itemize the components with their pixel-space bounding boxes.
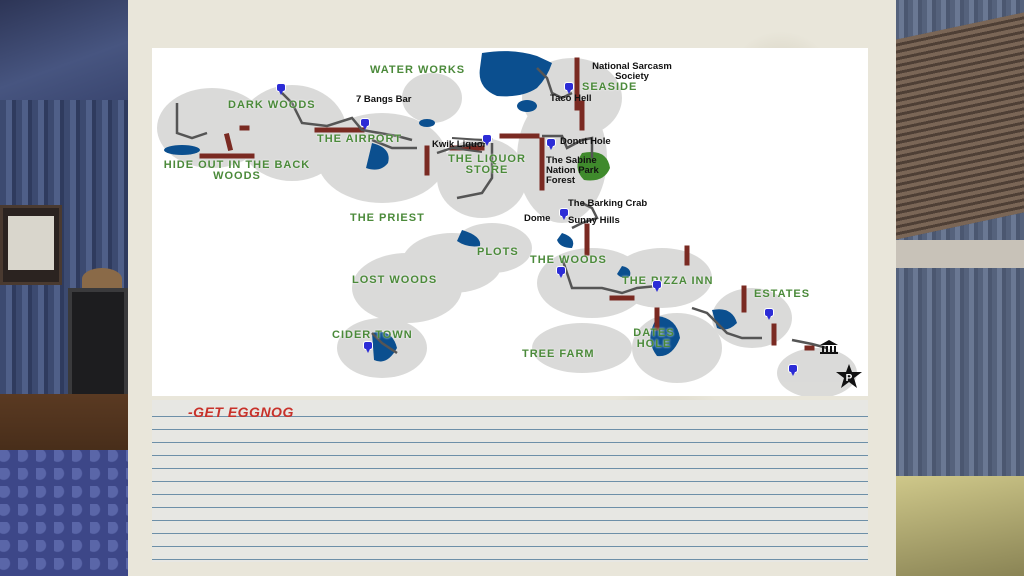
place-label-dome: Dome — [524, 213, 551, 224]
map-pin-icon[interactable] — [546, 138, 556, 150]
place-label-7-bangs: 7 Bangs Bar — [356, 94, 412, 105]
wall-picture-frame — [0, 205, 62, 285]
map-pin-icon[interactable] — [363, 341, 373, 353]
room-background-right — [894, 0, 1024, 576]
map-pin-icon[interactable] — [652, 280, 662, 292]
region-label-plots: PLOTS — [477, 246, 519, 258]
region-label-dark-woods: DARK WOODS — [228, 99, 316, 111]
region-label-water-works: WATER WORKS — [370, 64, 466, 76]
map-pin-icon[interactable] — [276, 83, 286, 95]
note-item-get-eggnog: -GET EGGNOG — [188, 404, 294, 420]
map-pin-icon[interactable] — [564, 82, 574, 94]
region-label-dates-hole: DATES HOLE — [633, 327, 675, 350]
region-label-pizza-inn: THE PIZZA INN — [622, 275, 714, 287]
region-label-tree-farm: TREE FARM — [522, 348, 595, 360]
region-label-estates: ESTATES — [754, 288, 811, 300]
lamp — [82, 268, 122, 290]
bed — [0, 450, 130, 576]
room-background-left — [0, 0, 130, 576]
svg-text:P: P — [846, 373, 853, 384]
notepad: -GET EGGNOG — [152, 400, 868, 562]
region-label-the-priest: THE PRIEST — [350, 212, 425, 224]
place-label-national-sarcasm: National Sarcasm Society — [592, 61, 672, 82]
parking-icon[interactable]: P — [836, 364, 862, 390]
place-label-taco-hell: Taco Hell — [550, 93, 592, 104]
region-label-the-woods: THE WOODS — [530, 254, 607, 266]
bank-icon[interactable] — [820, 340, 838, 354]
region-label-seaside: SEASIDE — [582, 81, 638, 93]
map-pin-icon[interactable] — [556, 266, 566, 278]
map-pin-icon[interactable] — [482, 134, 492, 146]
window-sill — [894, 240, 1024, 268]
room-ceiling — [0, 0, 130, 100]
television — [68, 288, 128, 398]
region-label-liquor-store: THE LIQUOR STORE — [448, 153, 526, 176]
place-label-sabine-nation: The Sabine Nation Park Forest — [546, 155, 599, 186]
window-blinds — [894, 12, 1024, 241]
region-label-the-airport: THE AIRPORT — [317, 133, 403, 145]
map-pin-icon[interactable] — [764, 308, 774, 320]
place-label-kwik-liquor: Kwik Liquor — [432, 139, 487, 150]
map-terrain — [157, 51, 857, 396]
region-label-cider-town: CIDER TOWN — [332, 329, 413, 341]
map-pin-icon[interactable] — [360, 118, 370, 130]
world-map[interactable]: WATER WORKS SEASIDE DARK WOODS THE AIRPO… — [152, 48, 868, 396]
place-label-sunny-hills: Sunny Hills — [568, 215, 620, 226]
room-floor — [894, 476, 1024, 576]
region-label-lost-woods: LOST WOODS — [352, 274, 438, 286]
place-label-donut-hole: Donut Hole — [560, 136, 611, 147]
map-pin-icon[interactable] — [788, 364, 798, 376]
map-pin-icon[interactable] — [559, 208, 569, 220]
place-label-barking-crab: The Barking Crab — [568, 198, 648, 209]
region-label-hide-out: HIDE OUT IN THE BACK WOODS — [163, 159, 311, 182]
